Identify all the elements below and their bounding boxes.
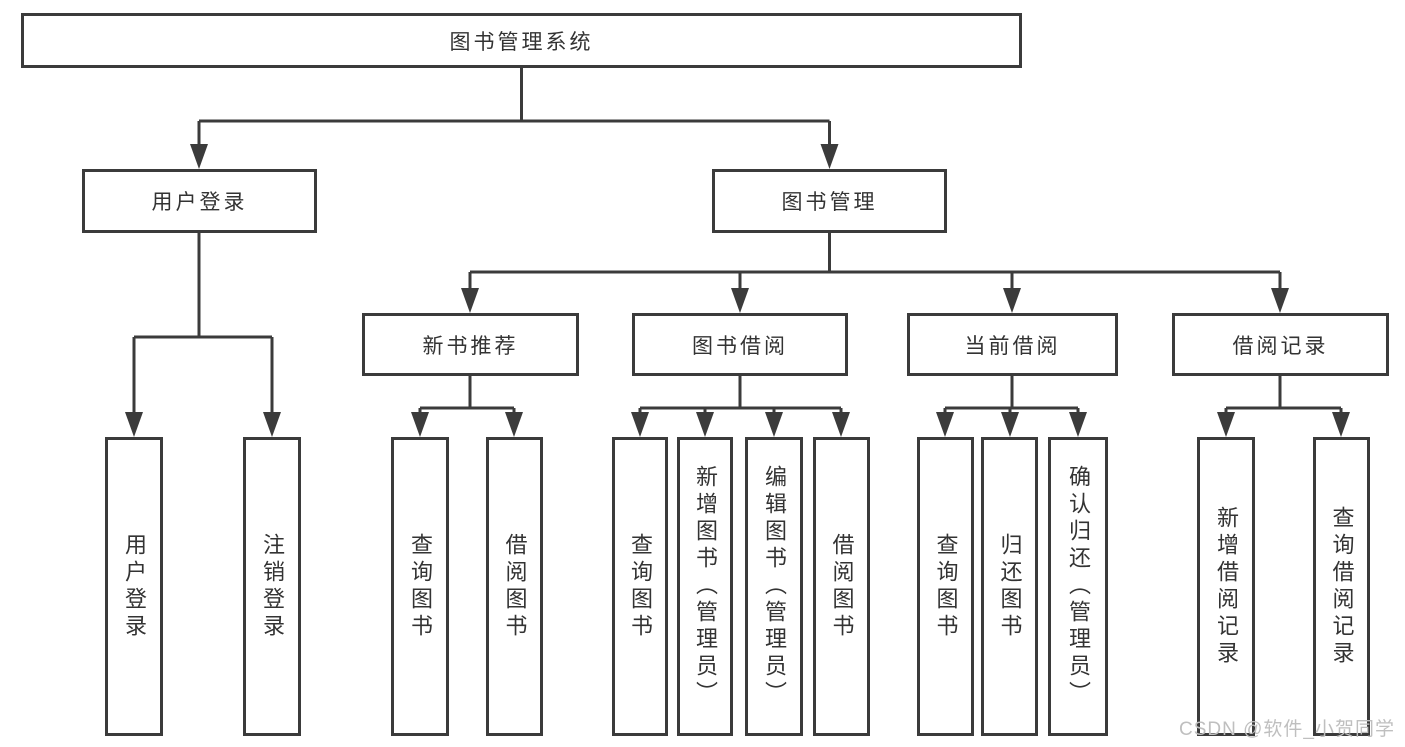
leaf-cb-confirm-return-admin: 确认归还（管理员）	[1048, 437, 1108, 736]
leaf-bb-add-books-admin: 新增图书（管理员）	[677, 437, 733, 736]
leaf-bb-borrow-books: 借阅图书	[813, 437, 870, 736]
leaf-br-query-record: 查询借阅记录	[1313, 437, 1370, 736]
node-current-borrowing: 当前借阅	[907, 313, 1118, 376]
node-new-book-recommend: 新书推荐	[362, 313, 579, 376]
leaf-bb-query-books: 查询图书	[612, 437, 668, 736]
node-book-management-branch: 图书管理	[712, 169, 947, 233]
leaf-cb-return-books: 归还图书	[981, 437, 1038, 736]
node-book-borrowing: 图书借阅	[632, 313, 848, 376]
leaf-nbr-borrow-books: 借阅图书	[486, 437, 543, 736]
node-borrowing-records: 借阅记录	[1172, 313, 1389, 376]
leaf-bb-edit-books-admin: 编辑图书（管理员）	[745, 437, 803, 736]
node-user-login-branch: 用户登录	[82, 169, 317, 233]
leaf-nbr-query-books: 查询图书	[391, 437, 449, 736]
leaf-logout: 注销登录	[243, 437, 301, 736]
leaf-br-add-record: 新增借阅记录	[1197, 437, 1255, 736]
node-root-system: 图书管理系统	[21, 13, 1022, 68]
leaf-cb-query-books: 查询图书	[917, 437, 974, 736]
leaf-user-login: 用户登录	[105, 437, 163, 736]
csdn-watermark: CSDN @软件_小贺同学	[1179, 719, 1395, 740]
